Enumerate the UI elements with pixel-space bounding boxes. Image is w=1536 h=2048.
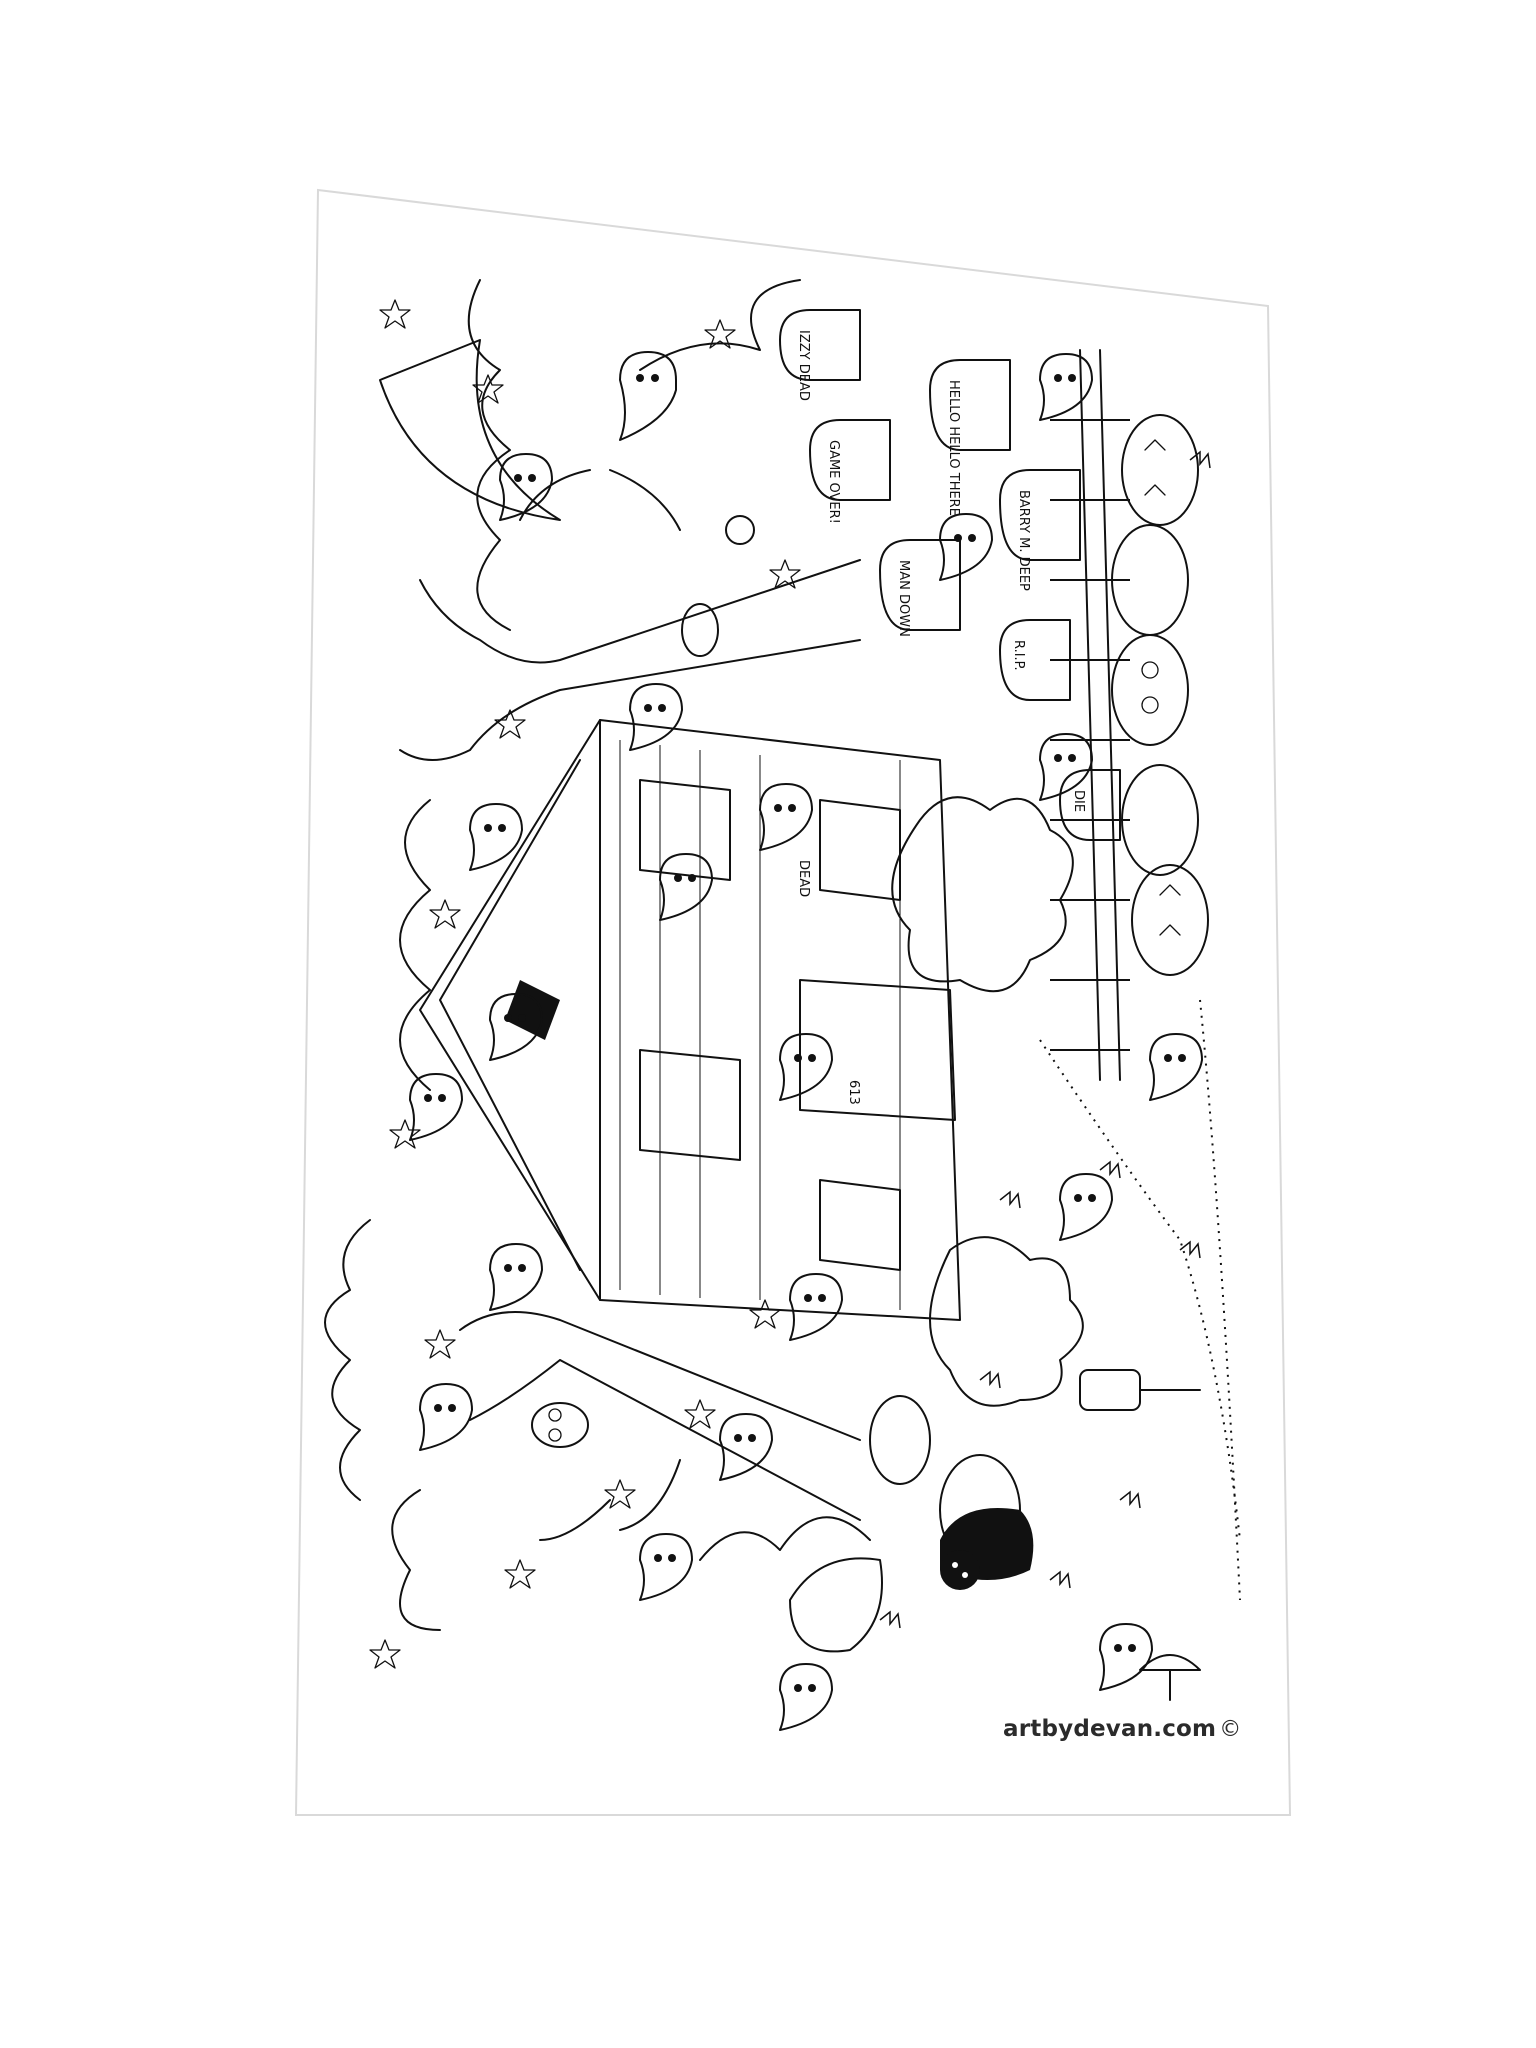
jack-o-lantern-icon xyxy=(1121,764,1199,876)
ghost-icon xyxy=(499,453,553,521)
star-icon xyxy=(504,1559,536,1589)
tree-hollow-face xyxy=(681,603,719,657)
ghost-icon xyxy=(1059,1173,1113,1241)
tombstone: HELLO HELLO THERE xyxy=(929,359,1011,516)
house-roof xyxy=(419,719,601,1301)
owl-icon xyxy=(531,1402,589,1448)
tombstone-text: R.I.P. xyxy=(1011,640,1026,671)
ghost-icon xyxy=(1039,353,1093,421)
star-icon xyxy=(389,1119,421,1149)
paper-outline xyxy=(294,188,1292,1816)
ghost-icon xyxy=(719,1413,773,1481)
star-icon xyxy=(424,1329,456,1359)
tombstone: R.I.P. xyxy=(999,619,1071,701)
ghost-icon xyxy=(779,1033,833,1101)
cloud-line xyxy=(639,279,801,371)
star-icon xyxy=(604,1479,636,1509)
ghost-icon xyxy=(419,1383,473,1451)
artist-credit: artbydevan.com© xyxy=(1003,1716,1241,1742)
tombstone-text: DIE xyxy=(1071,790,1086,812)
jack-o-lantern-icon xyxy=(1131,864,1209,976)
cloud-line xyxy=(699,1516,871,1561)
jack-o-lantern-icon xyxy=(1111,634,1189,746)
grass-tufts xyxy=(879,450,1211,1629)
haunted-house: 613 DEAD xyxy=(419,719,961,1321)
star-icon xyxy=(369,1639,401,1669)
house-window xyxy=(639,1049,741,1161)
ghost-icon xyxy=(939,513,993,581)
house-number: 613 xyxy=(846,1080,861,1105)
star-icon xyxy=(429,899,461,929)
tombstone-text: HELLO HELLO THERE xyxy=(946,380,961,516)
artist-credit-site: artbydevan.com xyxy=(1003,1716,1217,1742)
tombstone-text: BARRY M. DEEP xyxy=(1016,490,1031,591)
bush-leaves xyxy=(789,1557,883,1653)
ghost-icon xyxy=(489,1243,543,1311)
star-icon xyxy=(472,374,504,404)
tombstone: DIE xyxy=(1059,769,1121,841)
ghost-icon xyxy=(639,1533,693,1601)
ghost-icon xyxy=(489,993,543,1061)
ghost-icon xyxy=(779,1663,833,1731)
tombstone: BARRY M. DEEP xyxy=(999,469,1081,591)
ghost-icon xyxy=(619,351,677,441)
jack-o-lantern-icon xyxy=(869,1395,931,1485)
drawing-area: 613 DEAD xyxy=(324,279,1241,1731)
mailbox-icon xyxy=(1079,1369,1201,1411)
ghost-icon xyxy=(629,683,683,751)
house-body xyxy=(599,719,961,1321)
tree-bottom xyxy=(459,1311,861,1541)
cloud-line xyxy=(391,1489,441,1631)
ghost-icon xyxy=(1149,1033,1203,1101)
tree-top xyxy=(399,469,861,761)
star-icon xyxy=(704,319,736,349)
house-planks xyxy=(619,740,901,1310)
star-icon xyxy=(494,709,526,739)
bush xyxy=(929,1236,1084,1407)
bush xyxy=(891,796,1074,993)
tombstone-text: GAME OVER! xyxy=(826,440,841,524)
dotted-path xyxy=(1039,1039,1241,1541)
ghost-icon xyxy=(789,1273,843,1341)
ghost-icon xyxy=(469,803,523,871)
moon-crescent xyxy=(379,339,561,521)
star-icon xyxy=(684,1399,716,1429)
black-cat-icon xyxy=(940,1508,1034,1590)
ghost-icon xyxy=(1039,733,1093,801)
tombstone: GAME OVER! xyxy=(809,419,891,524)
copyright-symbol: © xyxy=(1219,1717,1242,1742)
noose-loop xyxy=(725,515,755,545)
star-icon xyxy=(769,559,801,589)
tombstone-text: IZZY DEAD xyxy=(796,330,811,401)
cloud-line xyxy=(399,799,431,1091)
ghost-icon xyxy=(1099,1623,1153,1691)
tombstone: IZZY DEAD xyxy=(779,309,861,401)
ghost-icon xyxy=(759,783,813,851)
house-roof-inner xyxy=(439,759,581,1271)
ghost-icon xyxy=(409,1073,463,1141)
tombstone-text: MAN DOWN xyxy=(896,560,911,637)
star-icon xyxy=(379,299,411,329)
jack-o-lantern-icon xyxy=(1121,414,1199,526)
ghost-icon xyxy=(659,853,713,921)
house-sign: DEAD xyxy=(796,860,811,897)
cloud-line xyxy=(324,1219,371,1501)
tree-noose xyxy=(609,469,681,531)
tombstone: MAN DOWN xyxy=(879,539,961,637)
